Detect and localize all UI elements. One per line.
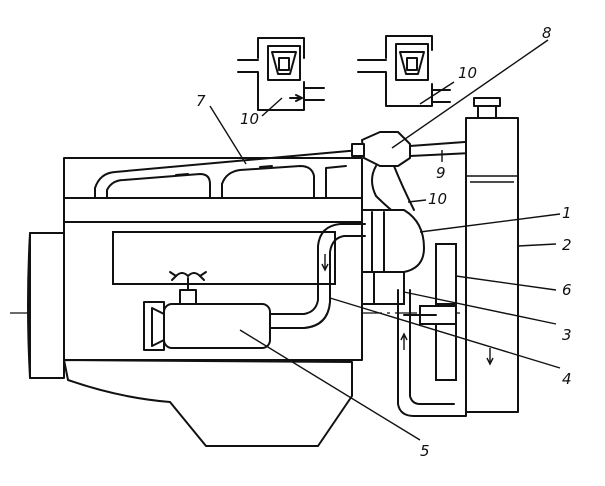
leader-8 [391, 39, 549, 149]
flywheel-housing-lip [27, 232, 31, 379]
oil-cooler-pipe-inner [269, 235, 366, 329]
label-1: 1 [562, 204, 572, 222]
leader-10b [419, 81, 455, 105]
lower-radiator-hose-inner [409, 289, 455, 405]
label-9: 9 [436, 164, 446, 182]
radiator-cap [473, 97, 501, 107]
leader-10c [407, 199, 427, 203]
flow-arrow-up [400, 332, 408, 350]
radiator [465, 117, 519, 413]
upper-coolant-pipe [94, 149, 361, 199]
label-5: 5 [420, 442, 430, 460]
label-8: 8 [542, 24, 552, 42]
leader-1 [419, 213, 561, 233]
upper-coolant-loop-3 [325, 165, 347, 199]
oil-cooler-pipe-outer [269, 223, 366, 315]
flywheel-housing [29, 232, 65, 379]
leader-10a [261, 97, 283, 117]
cylinder-head [63, 197, 363, 223]
oil-arrow-left [169, 271, 177, 281]
bypass-hose-outer [393, 165, 415, 211]
oil-arrow-right [199, 271, 207, 281]
flow-arrow-2 [259, 165, 273, 168]
label-10a: 10 [240, 110, 259, 128]
leader-3 [403, 291, 557, 325]
radiator-flow-arrow [486, 348, 494, 366]
upper-coolant-loop-2 [221, 165, 315, 199]
leader-5 [239, 329, 421, 441]
cylinder-block-window [112, 231, 336, 285]
fan-blade-lower [435, 323, 457, 381]
oil-pan [63, 359, 353, 447]
label-7: 7 [196, 92, 206, 110]
thermostat-inlet-stub [351, 143, 365, 157]
flow-arrow-down [321, 254, 329, 272]
label-10b: 10 [458, 64, 477, 82]
oil-cooler-flange [151, 307, 165, 347]
flow-arrow-1 [175, 173, 189, 176]
lower-radiator-hose [397, 289, 467, 417]
label-3: 3 [562, 326, 572, 344]
label-2: 2 [562, 236, 572, 254]
thermostat-detail-right [357, 35, 451, 107]
label-6: 6 [562, 281, 572, 299]
leader-4 [329, 297, 561, 369]
bypass-hose [371, 165, 397, 215]
thermostat-housing [361, 131, 411, 167]
upper-coolant-pipe-inner [106, 173, 211, 199]
oil-branch-arrows [175, 272, 201, 291]
oil-cooler [163, 303, 271, 349]
fan-blade-upper [435, 243, 457, 305]
label-10c: 10 [428, 190, 447, 208]
leader-7 [209, 105, 247, 165]
leader-6 [455, 275, 557, 291]
leader-2 [517, 243, 557, 247]
thermostat-detail-left [237, 37, 325, 111]
label-4: 4 [562, 370, 572, 388]
water-pump [361, 209, 425, 273]
